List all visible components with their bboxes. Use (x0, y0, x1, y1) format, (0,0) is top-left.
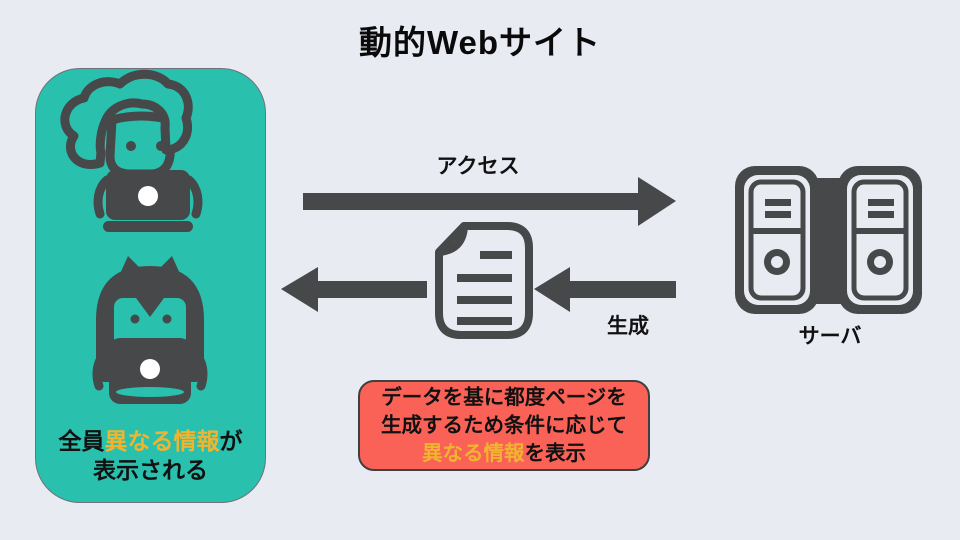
server-label: サーバ (798, 325, 862, 348)
caption-highlight: 異なる情報 (104, 428, 220, 454)
note-line-2: 生成するため条件に応じて (381, 414, 627, 437)
caption-post: が (219, 428, 243, 454)
server-towers-icon (735, 166, 922, 314)
generated-page-icon (435, 222, 533, 339)
caption-pre: 全員 (58, 428, 105, 454)
note-line-3: 異なる情報を表示 (360, 440, 648, 468)
caption-line-1: 全員異なる情報が (36, 427, 265, 456)
clients-caption: 全員異なる情報が 表示される (36, 427, 265, 485)
arrow-left-generate-icon (534, 267, 676, 312)
caption-line-2: 表示される (93, 457, 208, 483)
arrow-right-icon (303, 177, 676, 226)
page-title: 動的Webサイト (358, 24, 602, 61)
generate-label: 生成 (607, 315, 649, 338)
note-highlight: 異なる情報 (422, 442, 525, 465)
note-line-1: データを基に都度ページを (381, 386, 627, 409)
arrow-left-icon (281, 267, 427, 312)
note-box: データを基に都度ページを 生成するため条件に応じて 異なる情報を表示 (358, 380, 650, 471)
clients-panel: 全員異なる情報が 表示される (35, 68, 266, 503)
note-line-3-rest: を表示 (524, 442, 587, 465)
access-label: アクセス (436, 155, 520, 178)
